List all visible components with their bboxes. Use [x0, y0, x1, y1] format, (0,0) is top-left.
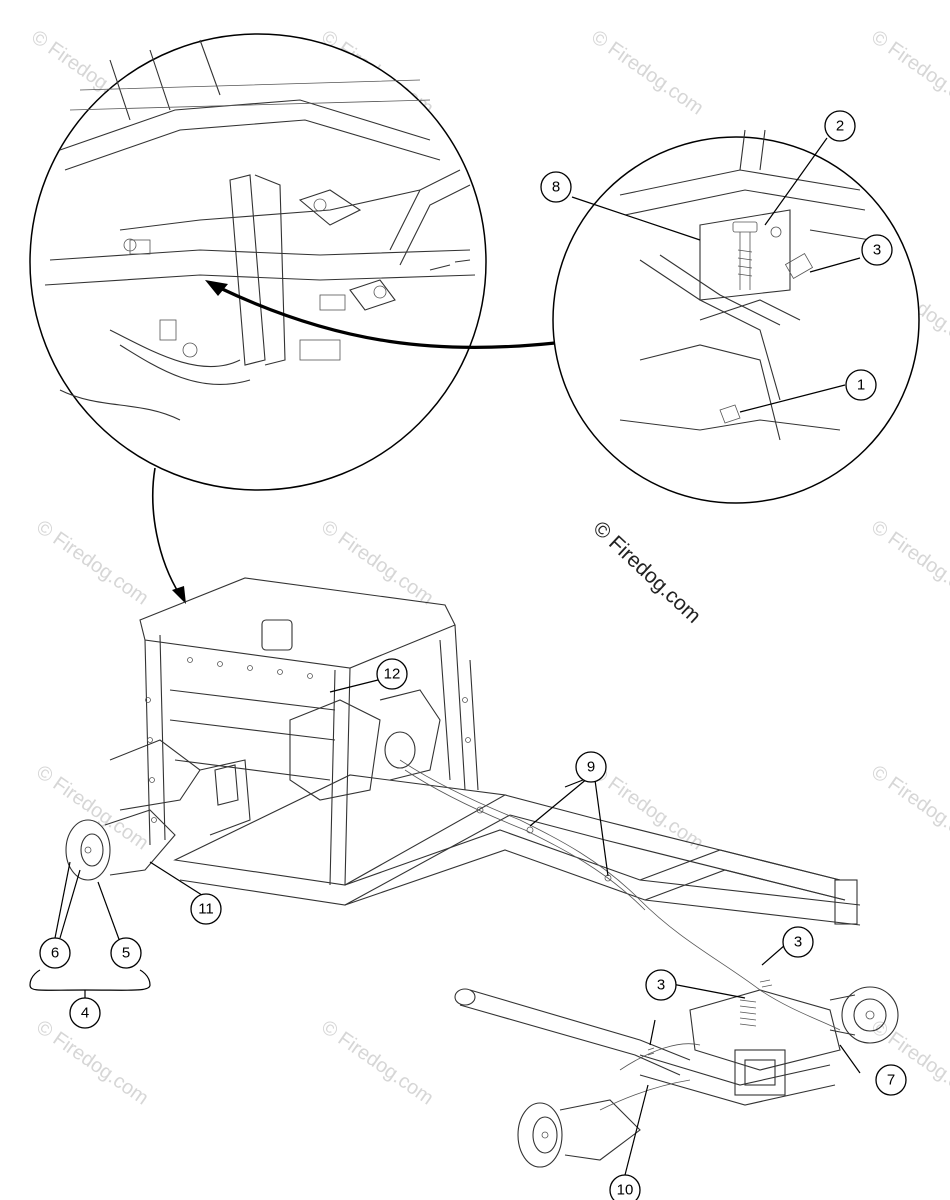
callout-4: 4 — [69, 997, 101, 1029]
watermark-13: © Firedog.com — [867, 761, 950, 854]
callout-11: 11 — [190, 893, 222, 925]
callout-3-top: 3 — [861, 234, 893, 266]
watermark-10: © Firedog.com — [867, 516, 950, 609]
callout-5-label: 5 — [122, 945, 130, 962]
detail-circle-left — [29, 33, 487, 491]
watermark-14: © Firedog.com — [32, 1016, 152, 1109]
callout-3-left-label: 3 — [657, 977, 665, 994]
callout-8: 8 — [540, 171, 572, 203]
copyright-label: © Firedog.com — [589, 517, 706, 628]
callout-5: 5 — [110, 937, 142, 969]
watermark-8: © Firedog.com — [32, 516, 152, 609]
callout-6-label: 6 — [51, 945, 59, 962]
callout-2-label: 2 — [836, 118, 844, 135]
callout-3-right-label: 3 — [794, 934, 802, 951]
callout-3-left: 3 — [645, 969, 677, 1001]
callout-10-label: 10 — [617, 1182, 634, 1199]
watermark-3: © Firedog.com — [587, 26, 707, 119]
callout-9-label: 9 — [587, 759, 595, 776]
watermark-16: © Firedog.com — [867, 1016, 950, 1109]
callout-12-label: 12 — [384, 666, 401, 683]
callout-6: 6 — [39, 937, 71, 969]
callout-9: 9 — [575, 751, 607, 783]
callout-10: 10 — [609, 1174, 641, 1200]
callout-12: 12 — [376, 658, 408, 690]
callout-11-label: 11 — [198, 901, 214, 918]
callout-8-label: 8 — [552, 179, 560, 196]
callout-7: 7 — [875, 1064, 907, 1096]
down-arrow — [152, 467, 186, 604]
callout-3-top-label: 3 — [873, 242, 881, 259]
watermark-4: © Firedog.com — [867, 26, 950, 119]
watermark-15: © Firedog.com — [317, 1016, 437, 1109]
callout-4-label: 4 — [81, 1005, 89, 1022]
callout-2: 2 — [824, 110, 856, 142]
detail-circle-right — [552, 129, 920, 504]
chassis-assembly — [65, 577, 899, 1168]
leader-lines — [29, 137, 861, 1176]
connector-arrow — [205, 280, 556, 350]
callout-1: 1 — [845, 369, 877, 401]
callout-1-label: 1 — [857, 377, 865, 394]
callout-7-label: 7 — [887, 1072, 895, 1089]
callout-3-right: 3 — [782, 926, 814, 958]
